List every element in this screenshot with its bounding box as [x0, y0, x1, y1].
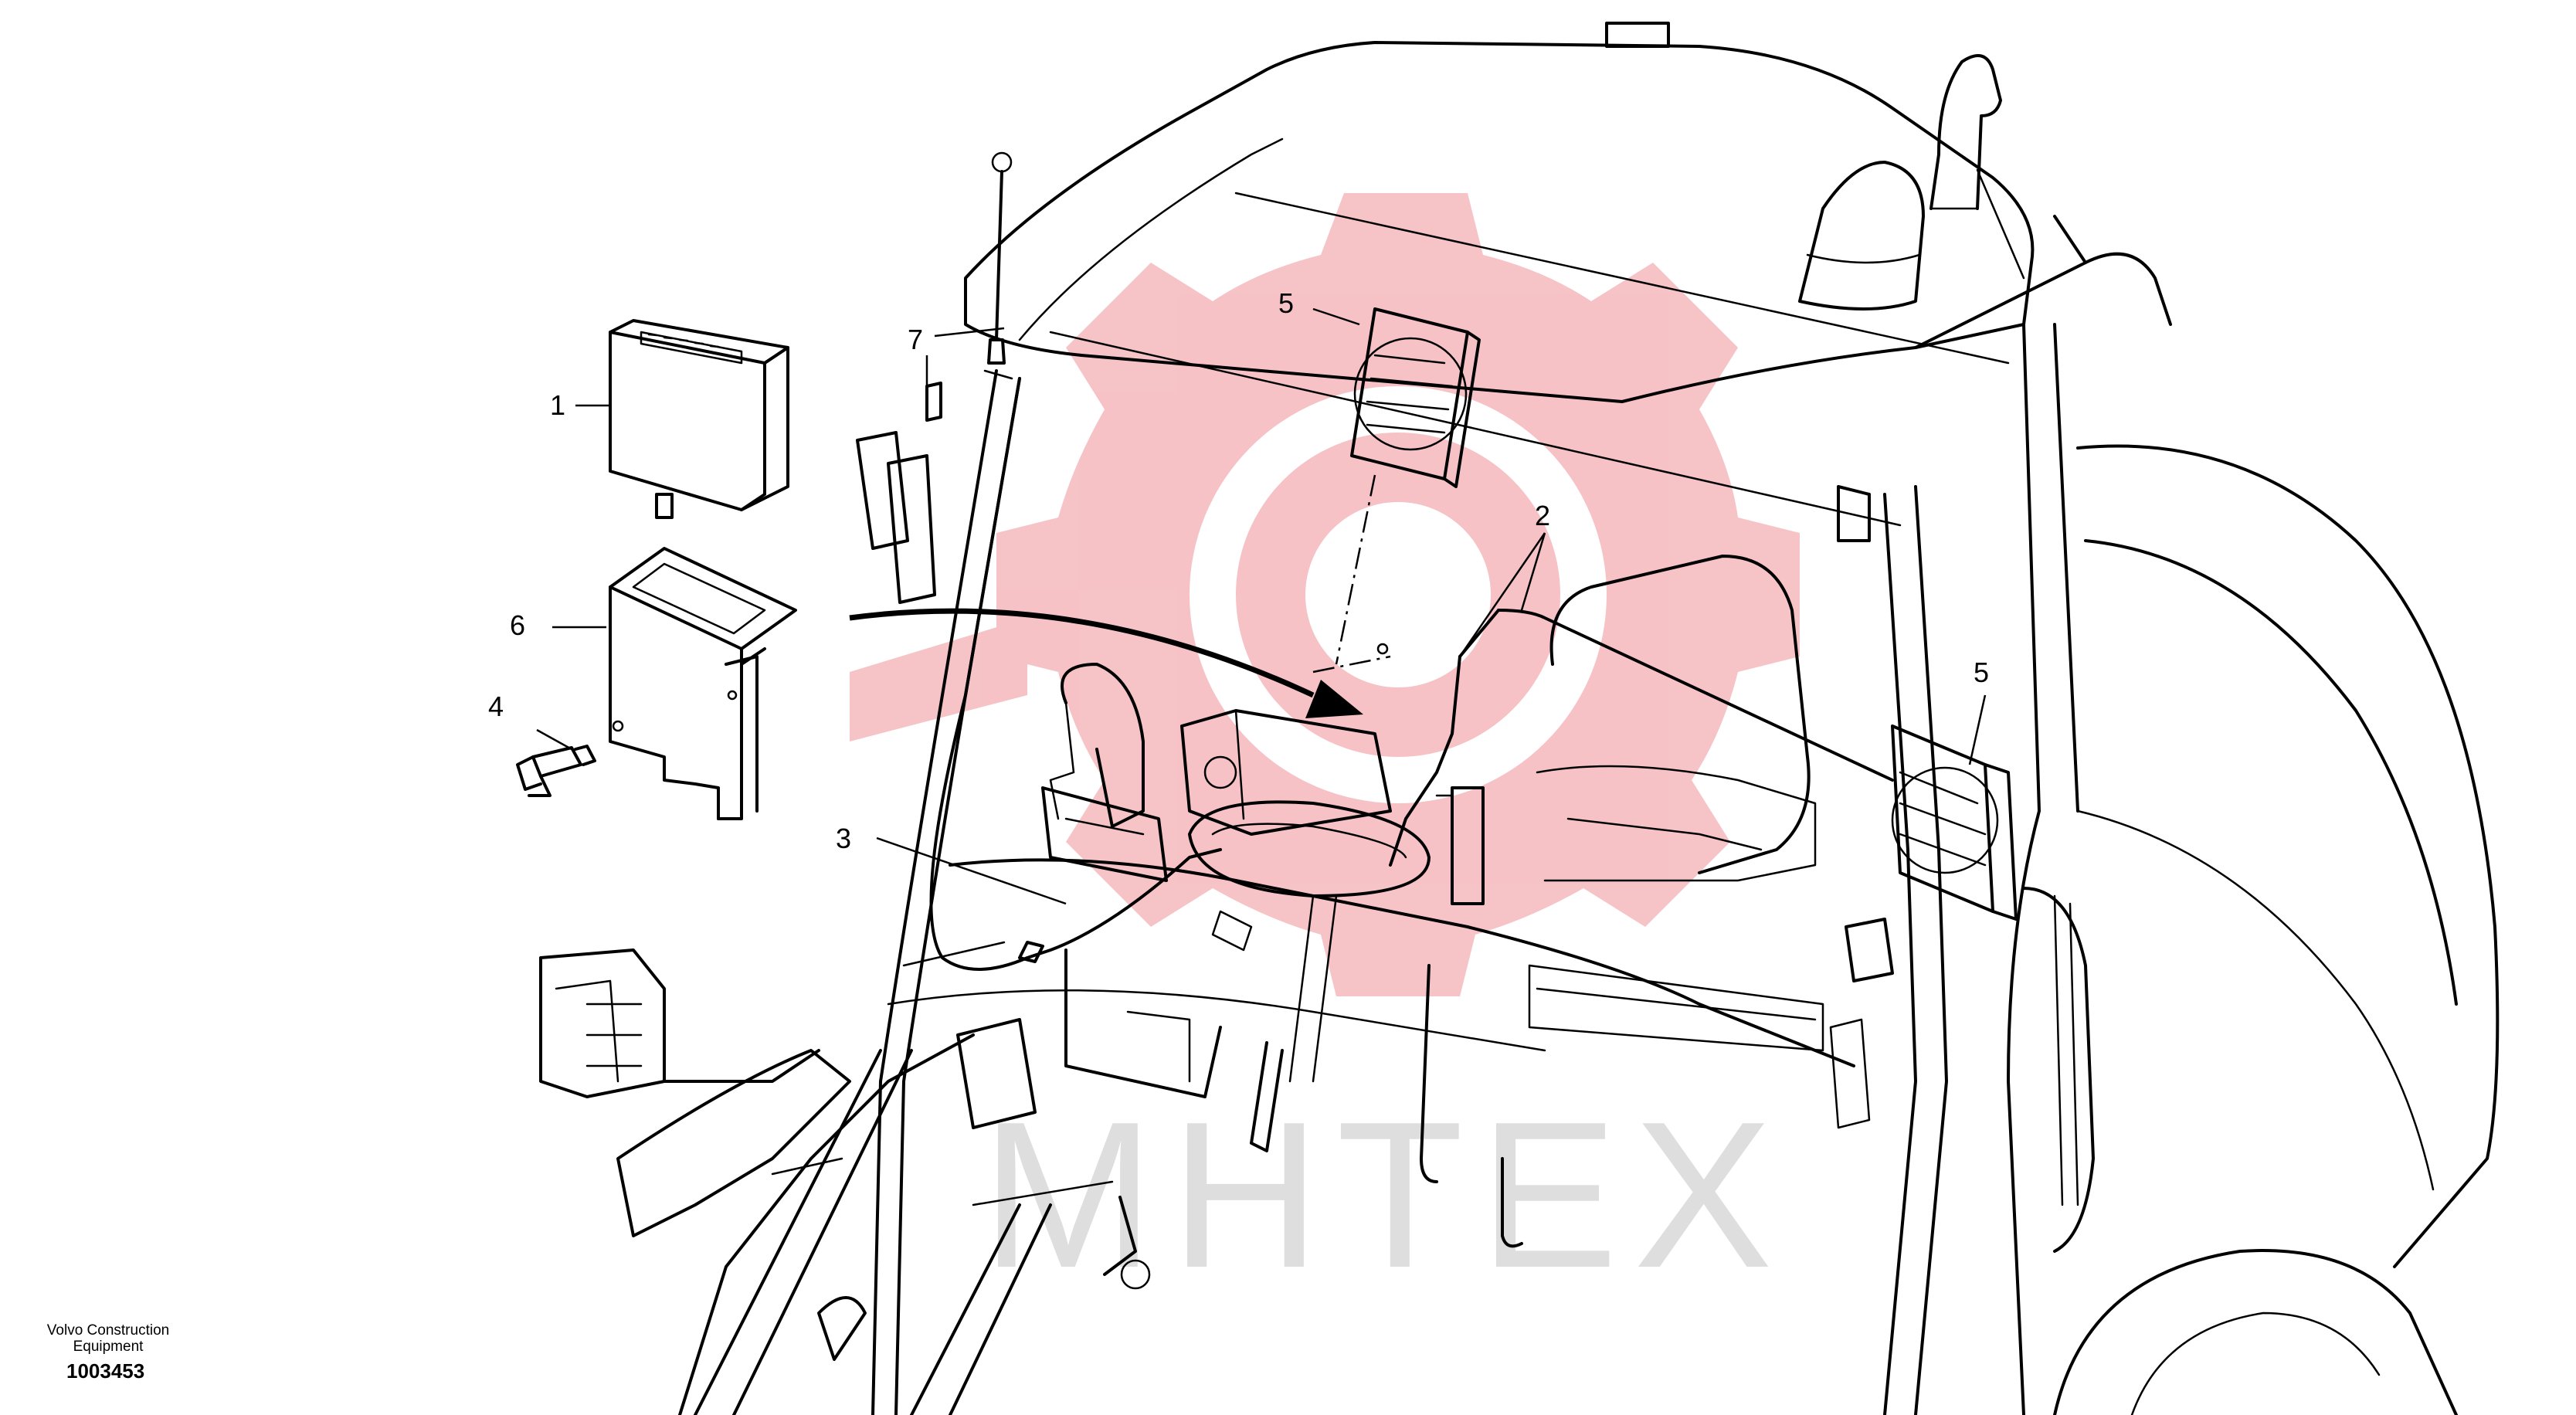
publisher-credit: Volvo Construction Equipment	[46, 1322, 170, 1355]
bolt	[516, 745, 596, 797]
callout-6: 6	[510, 609, 525, 641]
assembly-lines	[1312, 474, 1391, 674]
callout-3: 3	[836, 823, 851, 854]
drawing-number: 1003453	[66, 1359, 145, 1383]
callout-7: 7	[908, 324, 923, 355]
callout-labels: 1 2 3 4 5 5 6 7	[488, 287, 1989, 854]
antenna	[925, 151, 1013, 422]
mounting-bracket	[609, 547, 797, 820]
callout-4: 4	[488, 691, 504, 722]
installation-arrow	[849, 608, 1363, 718]
callout-2: 2	[1535, 500, 1550, 531]
watermark-text: MHTEX	[981, 1079, 1788, 1312]
callout-1: 1	[550, 389, 565, 421]
wiring-harness	[929, 377, 1894, 971]
watermark-gear-logo	[850, 193, 1800, 996]
callout-leaders	[536, 307, 1987, 905]
callout-5-right: 5	[1974, 657, 1989, 688]
speaker-right	[1891, 724, 2018, 921]
callout-5-top: 5	[1278, 287, 1294, 319]
speaker-top	[1350, 307, 1481, 488]
radio-unit	[609, 319, 789, 519]
